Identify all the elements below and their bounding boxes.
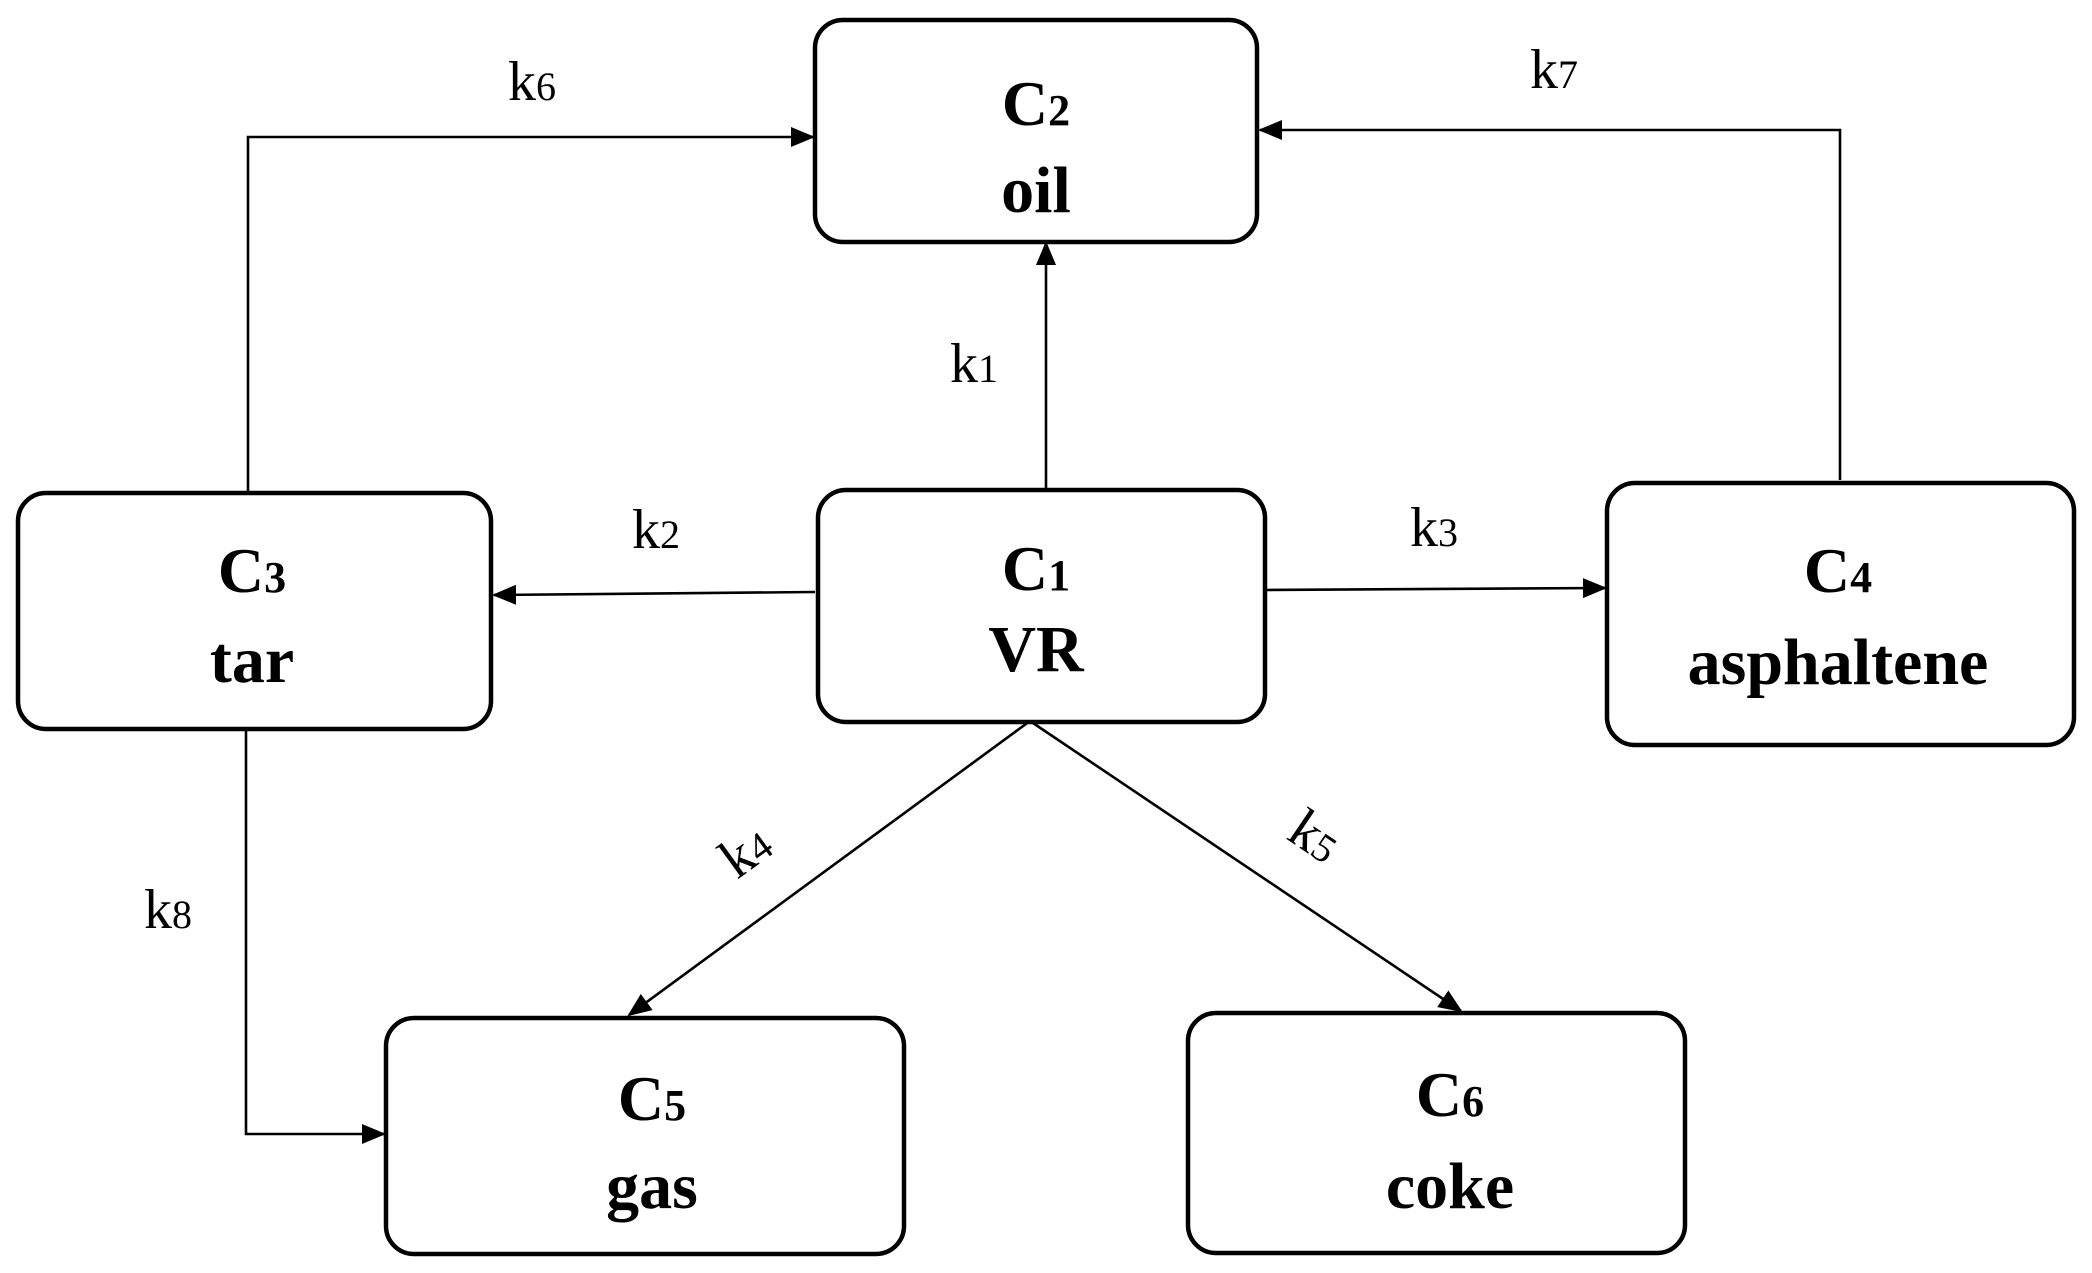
node-name: coke — [1386, 1150, 1514, 1223]
rate-label-k1: k1 — [950, 333, 998, 395]
edges — [244, 120, 1842, 1144]
edge-k7-asphaltene-to-oil — [1258, 120, 1842, 480]
node-symbol: C5 — [618, 1063, 686, 1134]
node-symbol: C6 — [1416, 1059, 1484, 1130]
node-box — [383, 1015, 907, 1257]
node-name: VR — [988, 613, 1085, 686]
node-name: asphaltene — [1688, 626, 1989, 699]
node-box — [1185, 1010, 1688, 1256]
node-symbol: C1 — [1002, 533, 1070, 604]
edge-k3-vr-to-asphaltene — [1266, 578, 1607, 599]
node-symbol: C2 — [1002, 68, 1070, 139]
edge-k6-tar-to-oil — [246, 127, 815, 491]
edge-k4-vr-to-gas — [627, 719, 1031, 1017]
node-name: tar — [210, 624, 294, 697]
node-c1-vr: C1 VR — [815, 487, 1268, 725]
edge-k2-vr-to-tar — [492, 584, 816, 605]
edge-k8-tar-to-gas — [244, 730, 386, 1144]
rate-label-k7: k7 — [1530, 39, 1578, 101]
node-c4-asphaltene: C4 asphaltene — [1604, 480, 2077, 748]
node-box — [1604, 480, 2077, 748]
edge-k5-vr-to-coke — [1029, 719, 1463, 1013]
rate-label-k4: k4 — [708, 812, 783, 890]
node-c5-gas: C5 gas — [383, 1015, 907, 1257]
node-symbol: C3 — [218, 535, 286, 606]
rate-label-k6: k6 — [508, 51, 556, 113]
node-c6-coke: C6 coke — [1185, 1010, 1688, 1256]
node-c2-oil: C2 oil — [812, 17, 1260, 245]
rate-label-k2: k2 — [632, 499, 680, 561]
node-box — [815, 487, 1268, 725]
node-name: gas — [606, 1150, 698, 1223]
rate-label-k3: k3 — [1410, 497, 1458, 559]
rate-label-k5: k5 — [1278, 797, 1352, 875]
node-name: oil — [1001, 154, 1071, 227]
node-c3-tar: C3 tar — [15, 490, 494, 732]
rate-label-k8: k8 — [144, 879, 192, 941]
node-symbol: C4 — [1804, 535, 1872, 606]
node-box — [15, 490, 494, 732]
node-box — [812, 17, 1260, 245]
